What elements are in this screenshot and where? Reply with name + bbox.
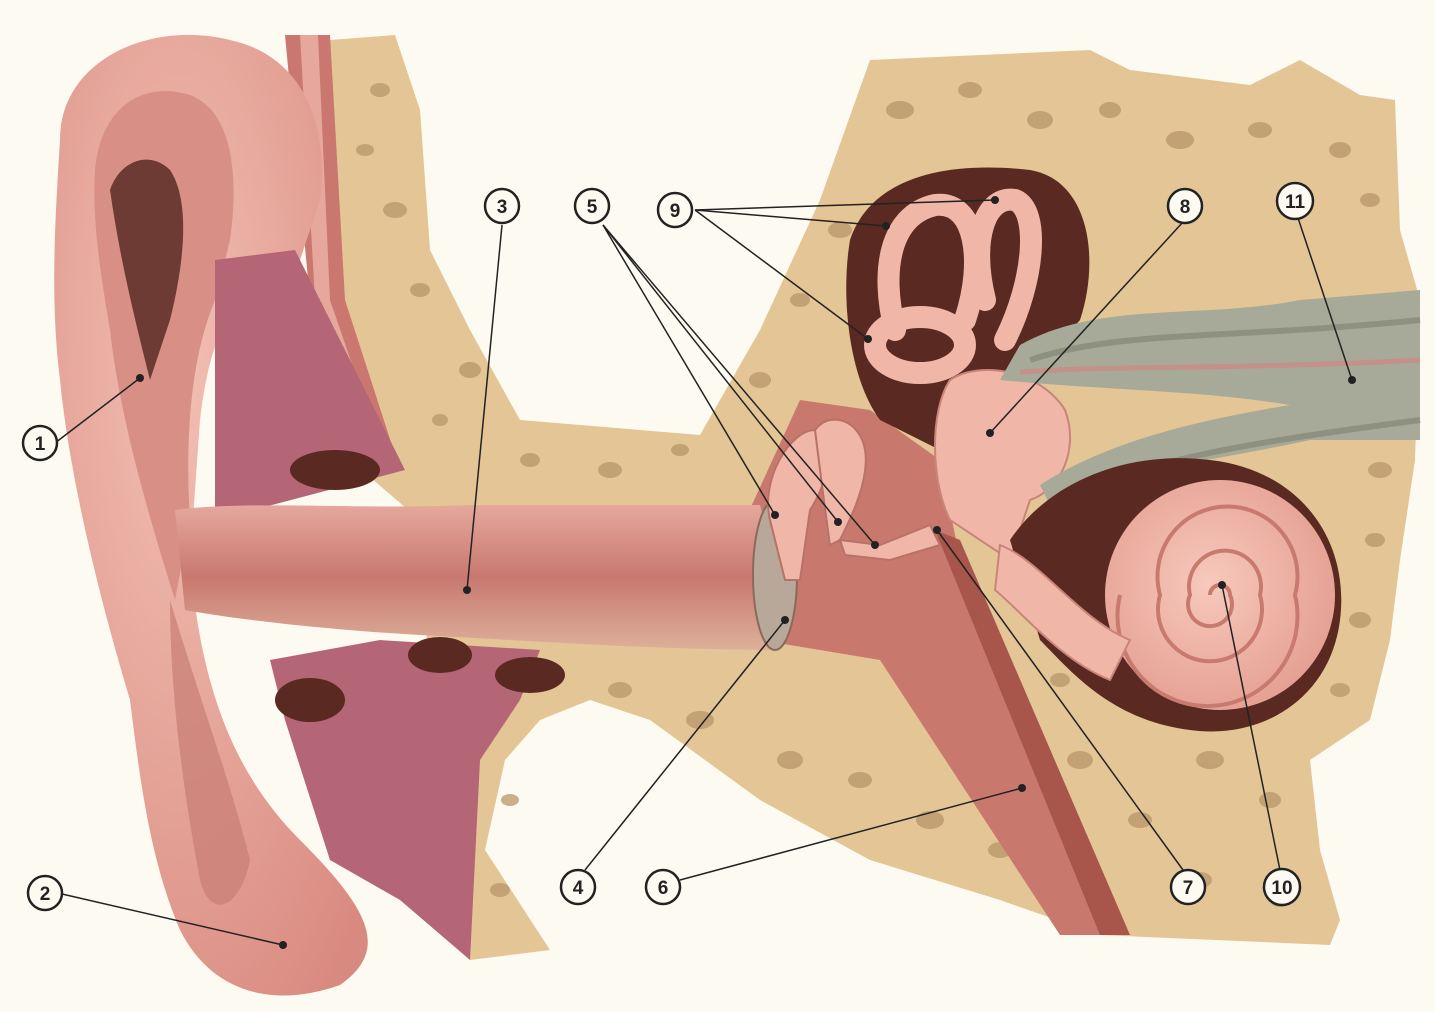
callout-3-label: 3 xyxy=(497,197,508,218)
callout-6: 6 xyxy=(646,870,680,904)
callout-10: 10 xyxy=(1264,869,1300,905)
callout-1-label: 1 xyxy=(35,434,46,455)
callout-9-label: 9 xyxy=(670,201,681,222)
callout-2-label: 2 xyxy=(40,884,51,905)
callout-11: 11 xyxy=(1277,183,1313,219)
callout-4: 4 xyxy=(561,870,595,904)
callout-7: 7 xyxy=(1171,870,1205,904)
callout-8-label: 8 xyxy=(1180,197,1191,218)
callout-4-label: 4 xyxy=(573,878,584,899)
callout-5-label: 5 xyxy=(587,197,598,218)
callout-7-label: 7 xyxy=(1183,878,1194,899)
callout-5: 5 xyxy=(575,189,609,223)
callout-1: 1 xyxy=(23,426,57,460)
callout-10-label: 10 xyxy=(1271,878,1292,899)
callout-11-label: 11 xyxy=(1285,192,1306,213)
callout-2: 2 xyxy=(28,876,62,910)
callout-6-label: 6 xyxy=(658,878,669,899)
callout-3: 3 xyxy=(485,189,519,223)
callout-9: 9 xyxy=(658,193,692,227)
callout-8: 8 xyxy=(1168,189,1202,223)
auditory-canal xyxy=(175,505,790,650)
